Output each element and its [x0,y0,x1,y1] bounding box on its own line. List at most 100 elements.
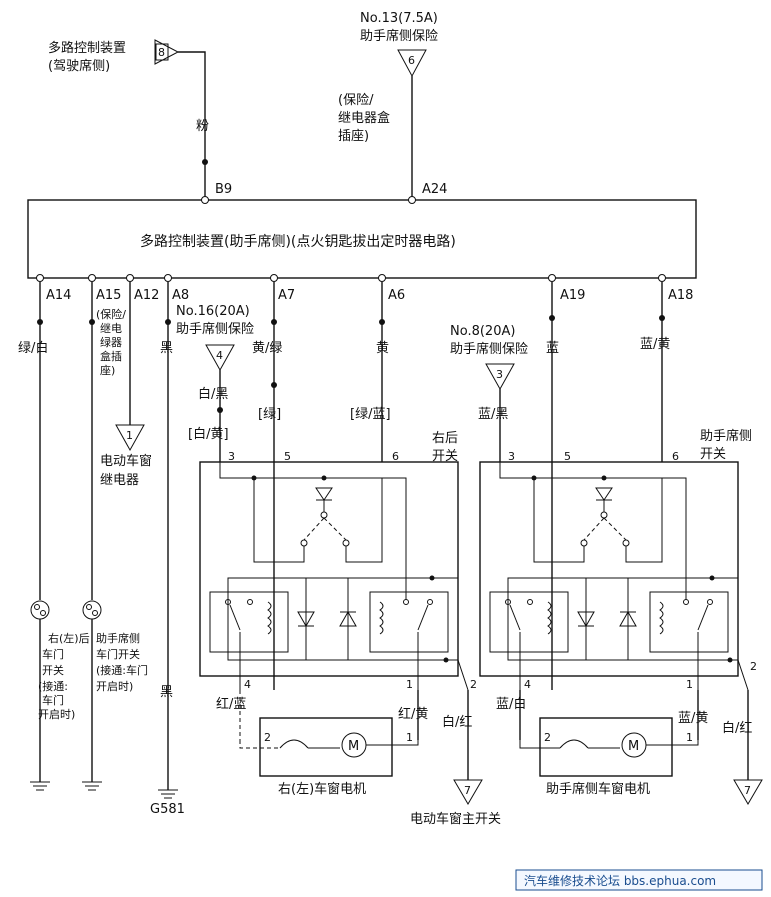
svg-text:6: 6 [408,54,415,67]
control-unit-title: 多路控制装置(助手席侧)(点火钥匙拔出定时器电路) [140,233,456,250]
fuse13-label: No.13(7.5A) [360,11,438,26]
rr-motor-pin-1: 1 [406,731,413,744]
rr-pin-4: 4 [244,678,251,691]
window-relay-label-2: 继电器 [100,473,139,488]
ps-pin-6: 6 [672,450,679,463]
ground-icon [82,781,102,791]
relay-box-label-2: 继电器盒 [338,110,390,126]
connector-ref-3: 3 [485,363,515,391]
svg-text:1: 1 [126,429,133,442]
pass-switch-l4: 开启时) [96,680,133,693]
mcu-driver-sublabel: (驾驶席侧) [48,58,110,74]
ground-label: G581 [150,802,185,817]
pin-a19 [548,274,556,282]
wire-pink-label: 粉 [196,119,209,134]
pin-a24 [408,196,416,204]
wire-a8-label: 黑 [160,341,173,356]
main-switch-label: 电动车窗主开关 [410,811,501,827]
splice-dot [549,315,555,321]
relay-box-l2: 继电 [100,322,122,335]
rr-motor-link [239,740,280,749]
rear-door-switch-icon [30,600,50,620]
wire-bk-label: 蓝/黑 [478,407,508,422]
ps-pin-1: 1 [686,678,693,691]
connector-ref-7b: 7 [733,779,763,805]
rear-switch-l1: 右(左)后 [48,631,90,645]
splice-dot [659,315,665,321]
ps-switch-internals [489,462,749,691]
control-unit-box [27,199,697,279]
pin-label-a6: A6 [388,288,405,303]
rr-switch-label-2: 开关 [432,449,458,464]
passenger-switch-box [479,461,739,677]
pin-label-a14: A14 [46,288,71,303]
rr-pin-1: 1 [406,678,413,691]
rr-switch-internals [209,462,469,691]
ps-pin-3: 3 [508,450,515,463]
pin-a15 [88,274,96,282]
splice-dot [271,319,277,325]
rear-switch-l5: 车门 [42,693,64,707]
rr-switch-label-1: 右后 [432,431,458,446]
rear-switch-l4: (接通: [38,680,68,693]
relay-box-l1: (保险/ [96,307,126,321]
pin-label-a19: A19 [560,288,585,303]
wire-wr2-label: 白/红 [722,720,752,736]
pink-wire [178,51,206,200]
svg-text:7: 7 [464,784,471,797]
wire-blue-label: 蓝 [546,341,559,356]
pin-a8 [164,274,172,282]
wire-bw-label: 蓝/白 [496,696,526,712]
rr-motor-name: 右(左)车窗电机 [278,781,366,797]
wire-wy-label: [白/黄] [188,426,229,442]
connector-ref-8: 8 [154,39,180,65]
connector-ref-1: 1 [115,424,145,452]
pin-label-a18: A18 [668,288,693,303]
pass-switch-l2: 车门开关 [96,647,140,661]
ps-motor-link [519,740,560,749]
splice-dot [217,407,223,413]
ps-switch-label-1: 助手席侧 [700,428,752,444]
rr-pin-6: 6 [392,450,399,463]
fuse16-label: No.16(20A) [176,304,250,319]
wire-y-label: 黄 [376,341,389,356]
ps-pin-2: 2 [750,660,757,673]
splice-dot [37,319,43,325]
pin-a24-label: A24 [422,182,447,197]
pin-b9-label: B9 [215,182,232,197]
wire-wr-label: 白/红 [442,714,472,730]
pin-label-a7: A7 [278,288,295,303]
wire-wb-label: 白/黑 [198,386,228,402]
ground-icon [158,789,178,799]
wire-g-label: [绿] [258,407,281,422]
unit-bottom-pins [36,274,666,282]
pin-label-a8: A8 [172,288,189,303]
pass-switch-l3: (接通:车门 [96,663,148,677]
rr-breaker-icon [279,739,309,749]
pin-label-a15: A15 [96,288,121,303]
pin-label-a12: A12 [134,288,159,303]
rr-pin-2: 2 [470,678,477,691]
pin-a18 [658,274,666,282]
rr-pin-3: 3 [228,450,235,463]
watermark-box [515,869,763,891]
splice-dot [165,319,171,325]
fuse8-label: No.8(20A) [450,324,515,339]
connector-ref-6: 6 [397,49,427,78]
ps-motor-pin-2: 2 [544,731,551,744]
connector-ref-7: 7 [453,779,483,805]
relay-box-label-3: 插座) [338,129,369,144]
connector-ref-4: 4 [205,344,235,372]
mcu-driver-label: 多路控制装置 [48,40,126,56]
ps-motor-name: 助手席侧车窗电机 [546,781,650,797]
fuse13-sublabel: 助手席侧保险 [360,28,438,44]
splice-dot [271,382,277,388]
wire-rb-label: 红/蓝 [216,696,246,712]
rr-motor-pin-2: 2 [264,731,271,744]
right-rear-switch-box [199,461,459,677]
wire-by2-label: 蓝/黄 [678,711,708,726]
wire-ry-label: 红/黄 [398,706,428,722]
ps-breaker-icon [559,739,589,749]
fuse16-sublabel: 助手席侧保险 [176,321,254,337]
